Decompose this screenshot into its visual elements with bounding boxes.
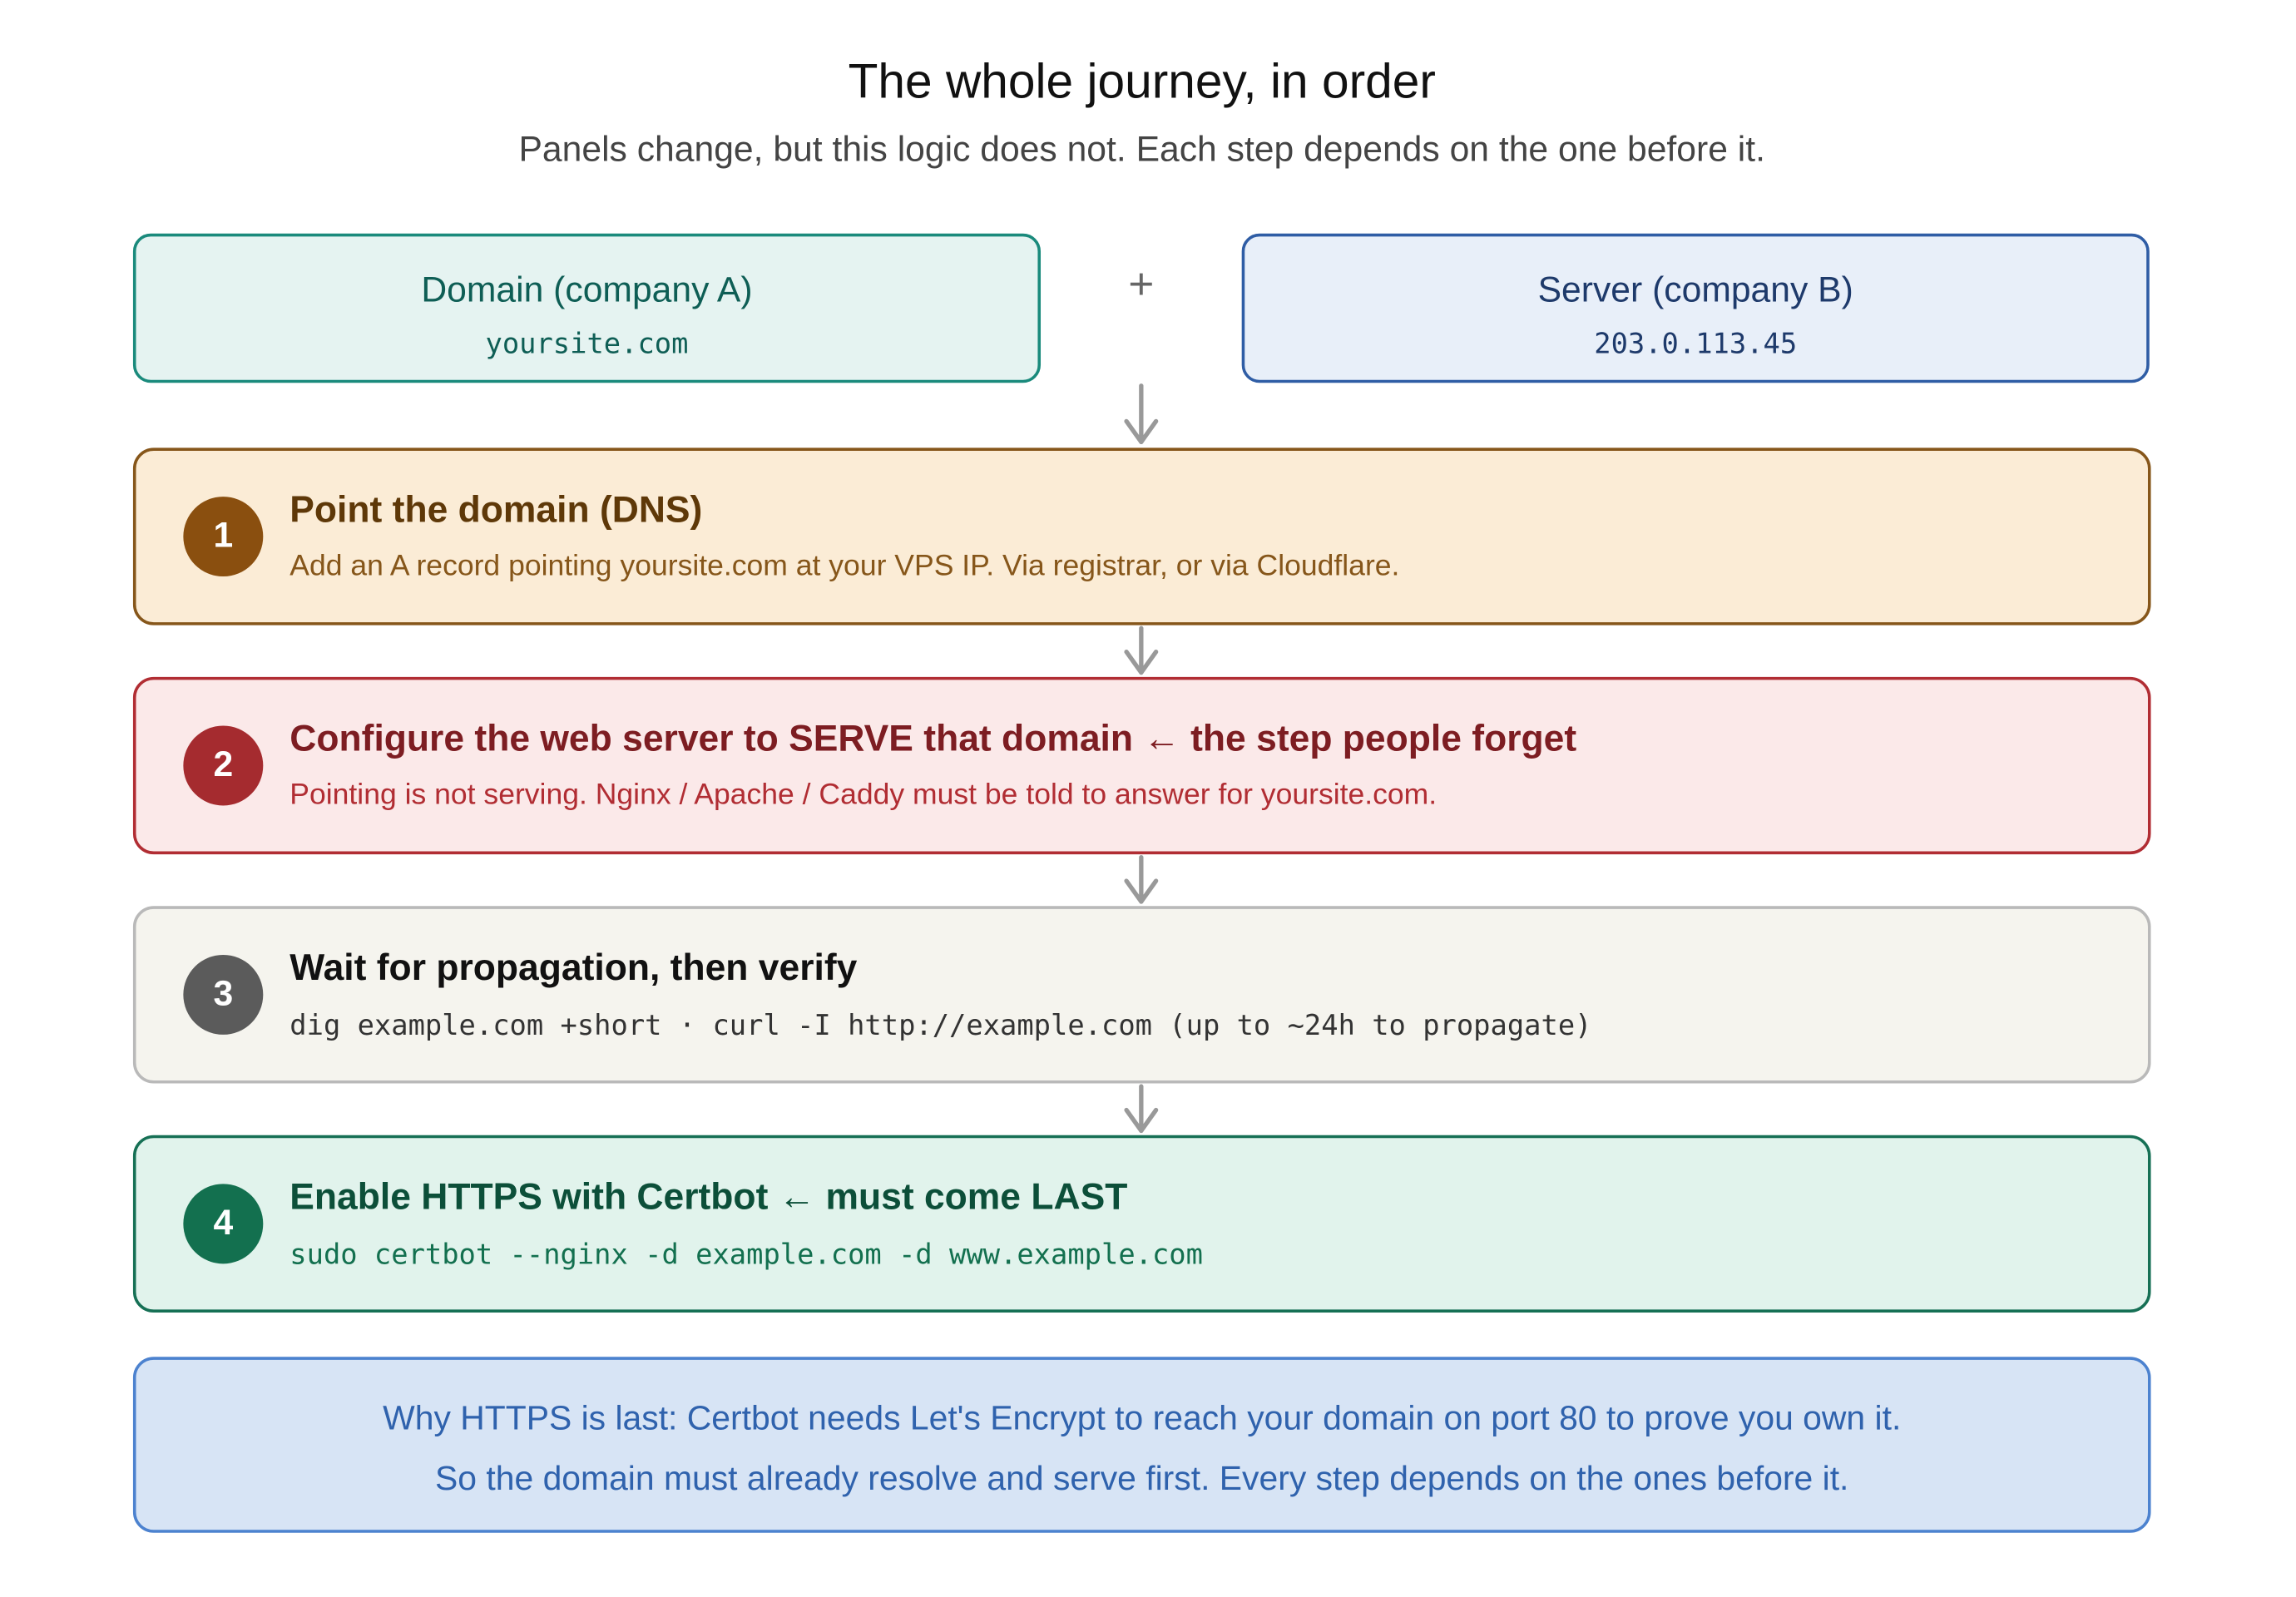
domain-box: Domain (company A) yoursite.com bbox=[132, 233, 1042, 383]
step-4-https: 4 Enable HTTPS with Certbot ← must come … bbox=[132, 1135, 2151, 1313]
step-command: sudo certbot --nginx -d example.com -d w… bbox=[289, 1239, 1203, 1272]
step-heading: Wait for propagation, then verify bbox=[289, 947, 858, 989]
step-number-badge: 4 bbox=[183, 1184, 264, 1264]
arrow-step2-to-step3 bbox=[1124, 854, 1159, 904]
step-3-propagation: 3 Wait for propagation, then verify dig … bbox=[132, 906, 2151, 1084]
page-title: The whole journey, in order bbox=[848, 52, 1436, 108]
step-number-badge: 1 bbox=[183, 497, 264, 577]
step-number-badge: 2 bbox=[183, 725, 264, 806]
step-heading: Configure the web server to SERVE that d… bbox=[289, 718, 1577, 760]
step-command: dig example.com +short · curl -I http://… bbox=[289, 1009, 1592, 1042]
plus-sign: + bbox=[1128, 260, 1155, 309]
arrow-inputs-to-step1 bbox=[1124, 383, 1159, 444]
page-subtitle: Panels change, but this logic does not. … bbox=[518, 130, 1765, 171]
step-description: Pointing is not serving. Nginx / Apache … bbox=[289, 779, 1437, 812]
arrow-step3-to-step4 bbox=[1124, 1084, 1159, 1134]
arrow-step1-to-step2 bbox=[1124, 625, 1159, 675]
server-label: Server (company B) bbox=[1537, 270, 1853, 311]
server-ip: 203.0.113.45 bbox=[1594, 328, 1798, 361]
note-line: So the domain must already resolve and s… bbox=[435, 1458, 1849, 1498]
step-heading: Enable HTTPS with Certbot ← must come LA… bbox=[289, 1176, 1128, 1219]
https-note: Why HTTPS is last: Certbot needs Let's E… bbox=[132, 1357, 2151, 1533]
note-line: Why HTTPS is last: Certbot needs Let's E… bbox=[383, 1398, 1902, 1437]
step-heading: Point the domain (DNS) bbox=[289, 489, 703, 531]
domain-value: yoursite.com bbox=[485, 328, 689, 361]
step-2-web-server: 2 Configure the web server to SERVE that… bbox=[132, 676, 2151, 855]
step-number-badge: 3 bbox=[183, 954, 264, 1035]
server-box: Server (company B) 203.0.113.45 bbox=[1241, 233, 2150, 383]
domain-label: Domain (company A) bbox=[421, 270, 753, 311]
step-description: Add an A record pointing yoursite.com at… bbox=[289, 550, 1400, 583]
step-1-dns: 1 Point the domain (DNS) Add an A record… bbox=[132, 447, 2151, 625]
